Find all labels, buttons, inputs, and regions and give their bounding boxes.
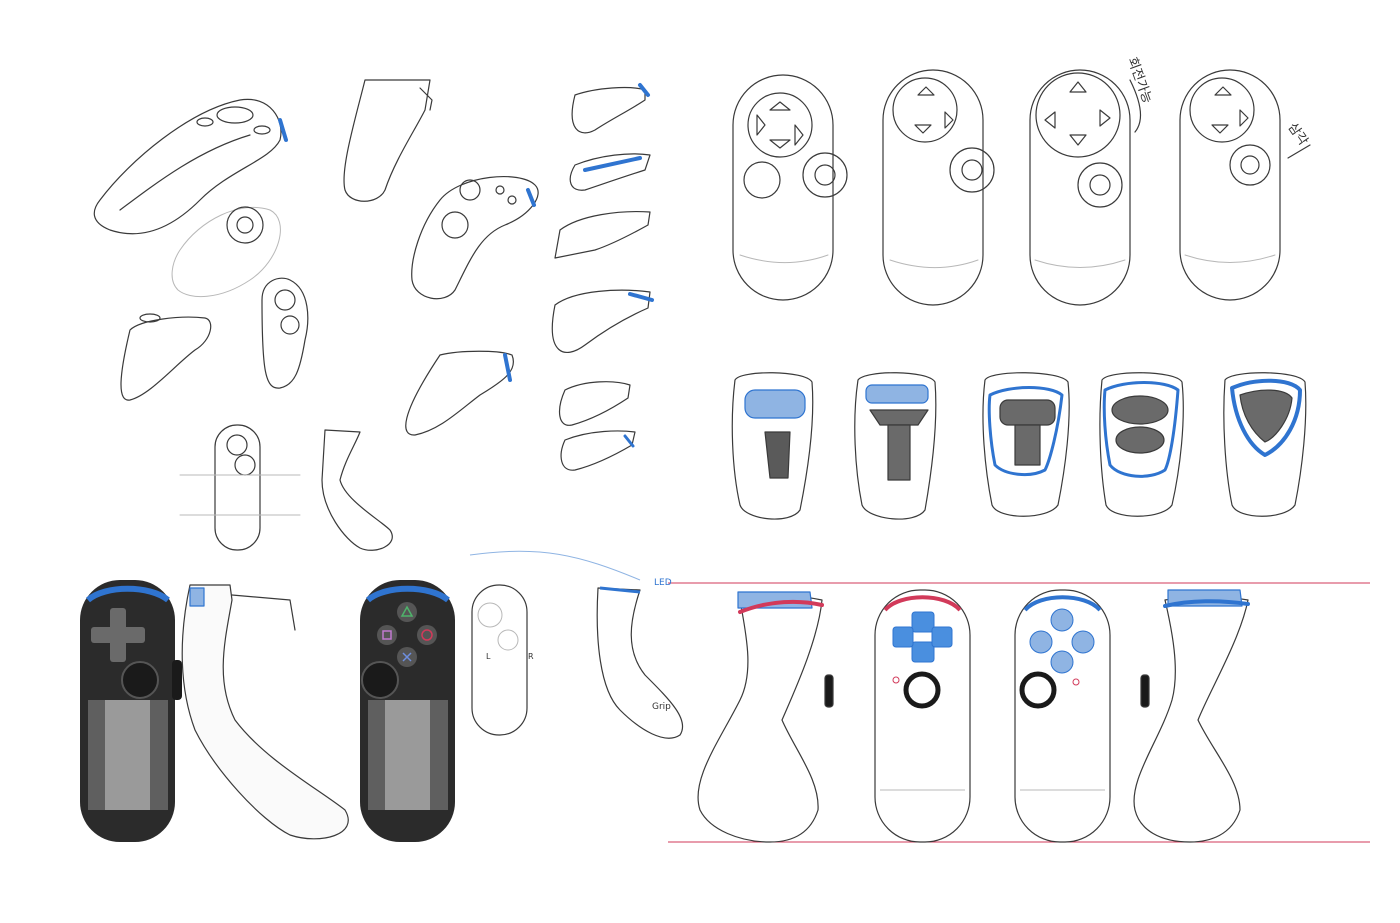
triangle-icon — [1050, 608, 1074, 632]
square-icon — [1029, 630, 1053, 654]
left-mark: L — [486, 652, 491, 661]
sketch-front-view-1 — [732, 74, 848, 301]
sketch-front-view-4 — [1179, 69, 1281, 301]
analog-stick-icon — [1019, 671, 1057, 709]
sketch-trigger-row — [731, 372, 1307, 520]
line-render-side-right — [1133, 589, 1250, 843]
circle-icon — [417, 625, 437, 645]
sketch-front-view-2 — [882, 69, 995, 306]
sketch-front-view-3 — [1029, 69, 1131, 306]
arrow-line-1 — [1129, 79, 1142, 133]
triangle-icon — [397, 602, 417, 622]
line-render-front-dpad — [874, 589, 971, 843]
sketch-grip-side — [343, 79, 433, 202]
sketch-controller-perspective-5 — [405, 350, 514, 436]
analog-stick-icon — [361, 661, 399, 699]
line-render-side-left — [697, 591, 834, 843]
cross-icon — [1050, 650, 1074, 674]
blue-note: LED — [654, 578, 672, 588]
sketch-ortho-side — [321, 429, 393, 551]
sketch-controller-perspective-1 — [93, 98, 288, 235]
dpad-icon — [892, 611, 953, 663]
sketch-controller-front-small — [261, 277, 309, 389]
sketch-controller-perspective-4 — [411, 175, 539, 300]
dpad-icon — [91, 608, 145, 662]
render-front-dpad — [80, 580, 182, 842]
sketch-controller-perspective-2 — [171, 206, 281, 298]
grip-label: Grip — [652, 702, 671, 712]
circle-icon — [1071, 630, 1095, 654]
sketch-ortho-front — [179, 424, 301, 551]
line-render-front-buttons — [1014, 589, 1111, 843]
render-side-light — [181, 584, 349, 840]
analog-stick-icon — [903, 671, 941, 709]
sketch-controller-perspective-3 — [120, 313, 212, 401]
right-mark: R — [528, 652, 534, 661]
square-icon — [377, 625, 397, 645]
analog-stick-icon — [121, 661, 159, 699]
sketch-ortho-annotated — [469, 550, 684, 739]
render-front-buttons — [360, 580, 455, 842]
arrow-line-2 — [1287, 144, 1311, 159]
sketch-side-column — [551, 83, 654, 471]
